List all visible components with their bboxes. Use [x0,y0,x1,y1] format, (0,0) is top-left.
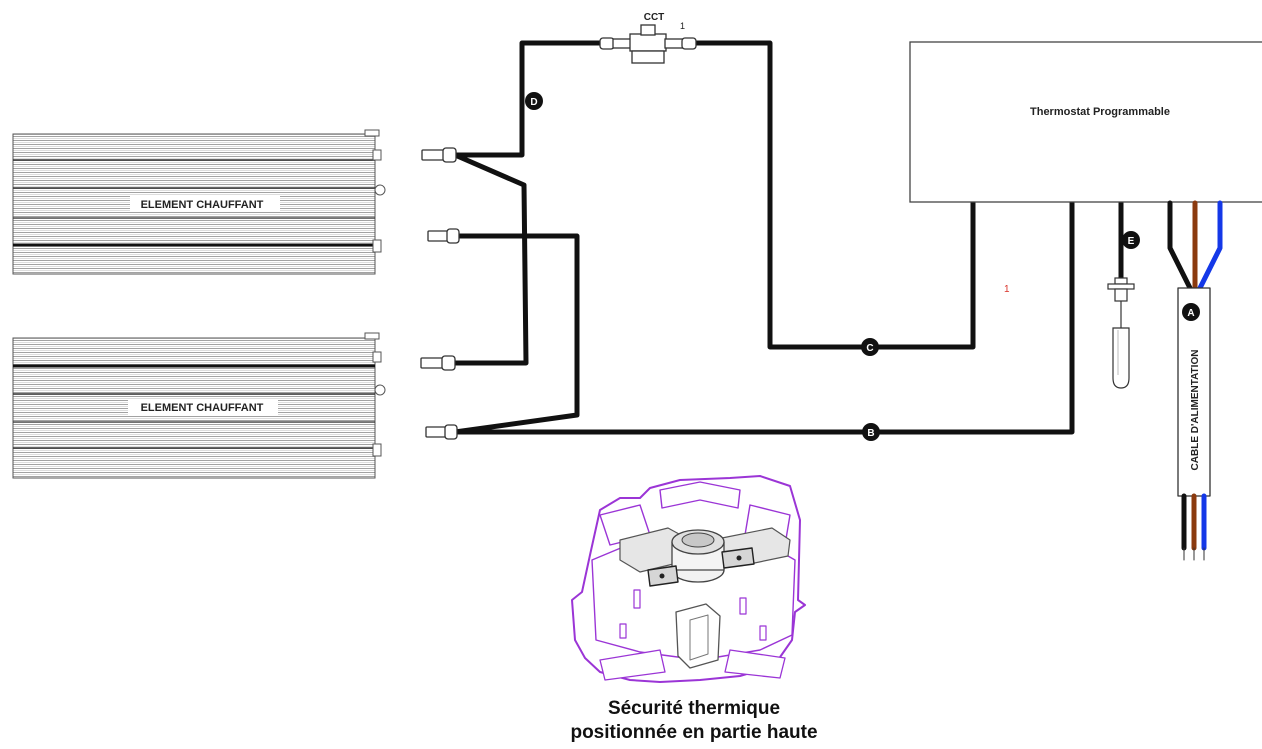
thermostat-box: Thermostat Programmable [909,41,1262,203]
wire-d [452,40,605,158]
wire-badges: A B C D E [525,92,1200,441]
caption-line-1: Sécurité thermique [608,698,780,719]
terminal-4 [425,424,458,440]
badge-e: E [1122,231,1140,249]
power-wire-black [1167,200,1193,291]
wires [452,40,1124,435]
svg-text:C: C [866,343,873,354]
svg-text:E: E [1128,236,1135,247]
terminal-3 [420,355,456,371]
badge-d: D [525,92,543,110]
svg-text:D: D [530,97,537,108]
cct-pin-label: 1 [680,21,685,31]
svg-text:B: B [867,428,874,439]
heating-element-bottom: ELEMENT CHAUFFANT [12,332,386,479]
wire-bridge-2-4 [452,233,580,435]
wire-bridge-1-3 [452,152,529,366]
terminal-1 [421,147,457,163]
badge-b: B [862,423,880,441]
cct-thermal-cutout: CCT 1 [599,12,697,64]
power-cable: CABLE D'ALIMENTATION [1167,200,1223,561]
heating-element-top: ELEMENT CHAUFFANT [12,129,386,275]
temperature-probe [1107,277,1135,389]
svg-text:A: A [1187,308,1194,319]
marker-one: 1 [1004,284,1010,295]
terminals [420,147,460,440]
power-cable-label: CABLE D'ALIMENTATION [1190,350,1201,471]
power-wire-blue [1197,200,1223,291]
heating-element-bottom-label: ELEMENT CHAUFFANT [141,402,264,414]
badge-c: C [861,338,879,356]
cable-sheath [1177,287,1211,497]
thermal-safety-bracket-illustration [571,475,806,683]
thermostat-label: Thermostat Programmable [1030,106,1170,118]
cct-label: CCT [644,12,665,23]
caption-line-2: positionnée en partie haute [570,722,817,743]
wire-c [693,40,976,350]
terminal-2 [427,228,460,244]
wire-b [452,200,1075,435]
badge-a: A [1182,303,1200,321]
heating-element-top-label: ELEMENT CHAUFFANT [141,199,264,211]
